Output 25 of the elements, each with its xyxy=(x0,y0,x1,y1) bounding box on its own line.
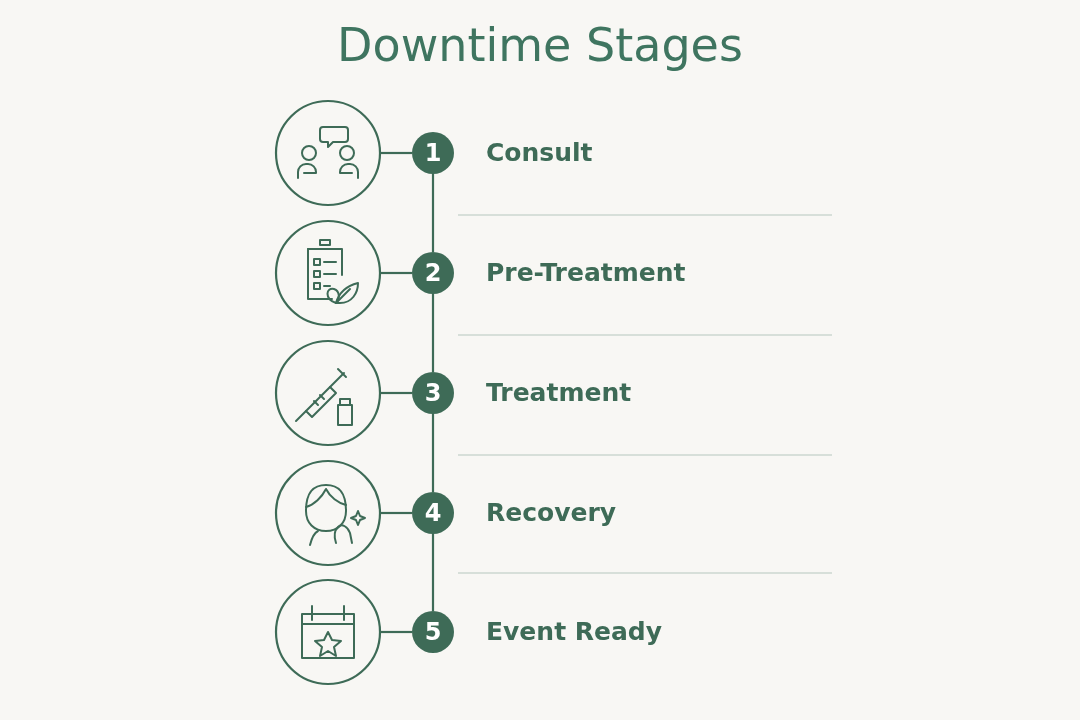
icon-circle xyxy=(275,460,381,566)
step-number: 2 xyxy=(412,252,454,294)
stage-label: Consult xyxy=(486,138,593,168)
connector-line xyxy=(431,174,435,252)
icon-circle xyxy=(275,340,381,446)
step-number: 3 xyxy=(412,372,454,414)
connector-line xyxy=(380,271,412,275)
connector-line xyxy=(380,630,412,634)
connector-line xyxy=(380,391,412,395)
step-number: 1 xyxy=(412,132,454,174)
connector-line xyxy=(431,534,435,611)
connector-line xyxy=(380,511,412,515)
step-number: 5 xyxy=(412,611,454,653)
stage-label: Pre-Treatment xyxy=(486,258,686,288)
connector-line xyxy=(431,294,435,372)
icon-circle xyxy=(275,579,381,685)
icon-circle xyxy=(275,100,381,206)
stage-label: Event Ready xyxy=(486,617,663,647)
stage-label: Treatment xyxy=(486,378,632,408)
connector-line xyxy=(431,414,435,492)
step-number: 4 xyxy=(412,492,454,534)
stage-label: Recovery xyxy=(486,498,617,528)
title: Downtime Stages xyxy=(336,18,744,72)
connector-line xyxy=(380,151,412,155)
icon-circle xyxy=(275,220,381,326)
